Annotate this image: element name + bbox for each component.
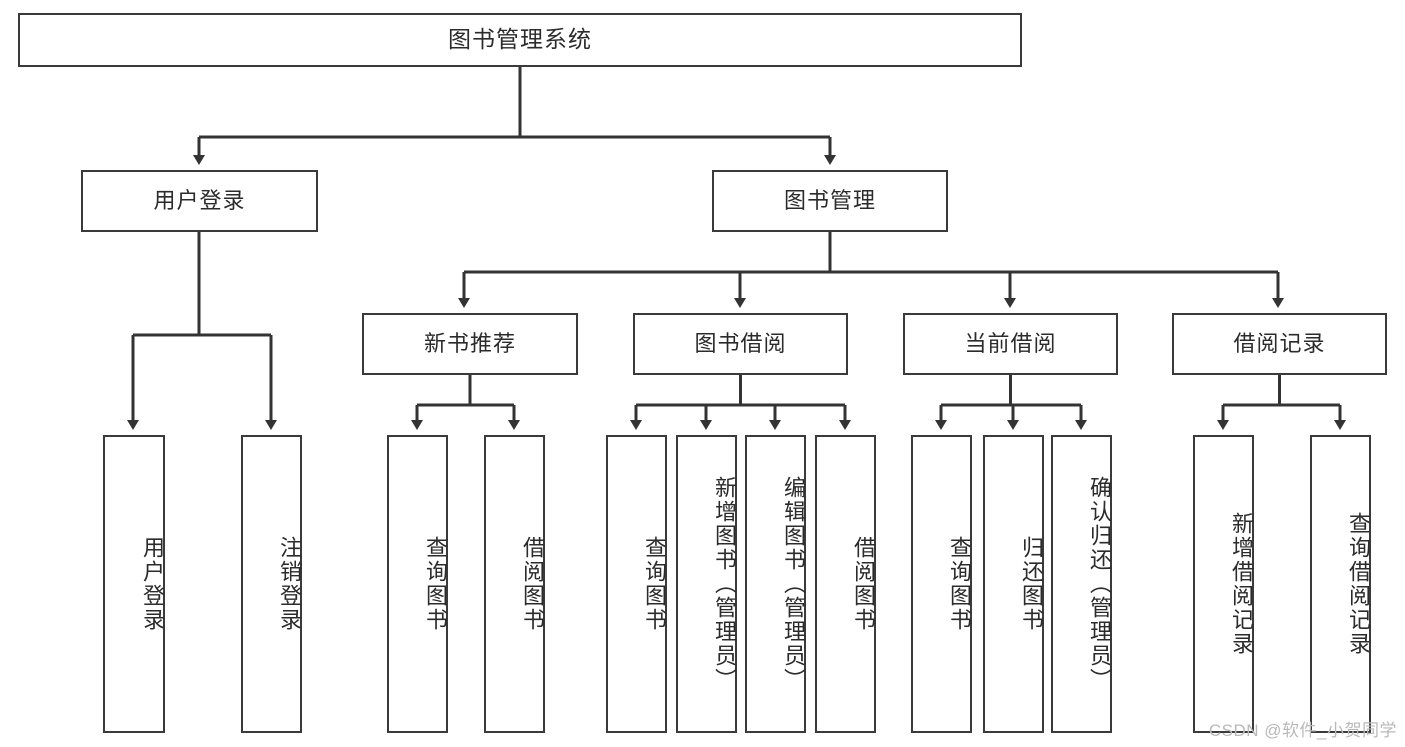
node-leaf-confirm-return[interactable]: 确认归还（管理员）: [1051, 435, 1112, 733]
node-leaf-confirm-return-label: 确认归还（管理员）: [1087, 476, 1112, 692]
node-leaf-return-book[interactable]: 归还图书: [983, 435, 1044, 733]
node-root[interactable]: 图书管理系统: [18, 13, 1022, 67]
node-leaf-return-book-label: 归还图书: [1019, 536, 1044, 632]
node-leaf-borrow-book-2-label: 借阅图书: [851, 536, 876, 632]
node-root-label: 图书管理系统: [448, 26, 592, 53]
node-borrow-record-label: 借阅记录: [1233, 330, 1326, 356]
node-leaf-user-login[interactable]: 用户登录: [103, 435, 165, 733]
node-leaf-query-record-label: 查询借阅记录: [1346, 512, 1371, 656]
node-leaf-query-book-3-label: 查询图书: [947, 536, 972, 632]
node-leaf-borrow-book-1-label: 借阅图书: [520, 536, 545, 632]
node-leaf-add-record[interactable]: 新增借阅记录: [1193, 435, 1254, 733]
node-book-borrow-label: 图书借阅: [694, 330, 787, 356]
node-leaf-borrow-book-1[interactable]: 借阅图书: [484, 435, 545, 733]
node-user-login[interactable]: 用户登录: [81, 170, 318, 232]
node-leaf-query-record[interactable]: 查询借阅记录: [1310, 435, 1371, 733]
node-book-manage-label: 图书管理: [783, 187, 876, 213]
node-leaf-borrow-book-2[interactable]: 借阅图书: [815, 435, 876, 733]
node-user-login-label: 用户登录: [153, 187, 246, 213]
node-leaf-user-login-label: 用户登录: [140, 536, 165, 632]
node-current-borrow[interactable]: 当前借阅: [903, 313, 1118, 375]
node-leaf-edit-book-label: 编辑图书（管理员）: [781, 476, 806, 692]
watermark: CSDN @软件_小贺同学: [1208, 721, 1397, 740]
node-leaf-add-record-label: 新增借阅记录: [1229, 512, 1254, 656]
node-leaf-query-book-1[interactable]: 查询图书: [387, 435, 448, 733]
node-leaf-edit-book[interactable]: 编辑图书（管理员）: [745, 435, 806, 733]
node-current-borrow-label: 当前借阅: [964, 330, 1057, 356]
node-leaf-logout-label: 注销登录: [277, 536, 302, 632]
node-leaf-query-book-1-label: 查询图书: [423, 536, 448, 632]
node-leaf-add-book[interactable]: 新增图书（管理员）: [676, 435, 737, 733]
node-new-book-rec[interactable]: 新书推荐: [362, 313, 578, 375]
node-borrow-record[interactable]: 借阅记录: [1172, 313, 1387, 375]
node-leaf-query-book-2[interactable]: 查询图书: [606, 435, 667, 733]
node-new-book-rec-label: 新书推荐: [423, 330, 516, 356]
node-leaf-query-book-2-label: 查询图书: [642, 536, 667, 632]
node-book-borrow[interactable]: 图书借阅: [633, 313, 848, 375]
node-leaf-add-book-label: 新增图书（管理员）: [712, 476, 737, 692]
node-book-manage[interactable]: 图书管理: [712, 170, 948, 232]
node-leaf-query-book-3[interactable]: 查询图书: [911, 435, 972, 733]
node-leaf-logout[interactable]: 注销登录: [241, 435, 302, 733]
